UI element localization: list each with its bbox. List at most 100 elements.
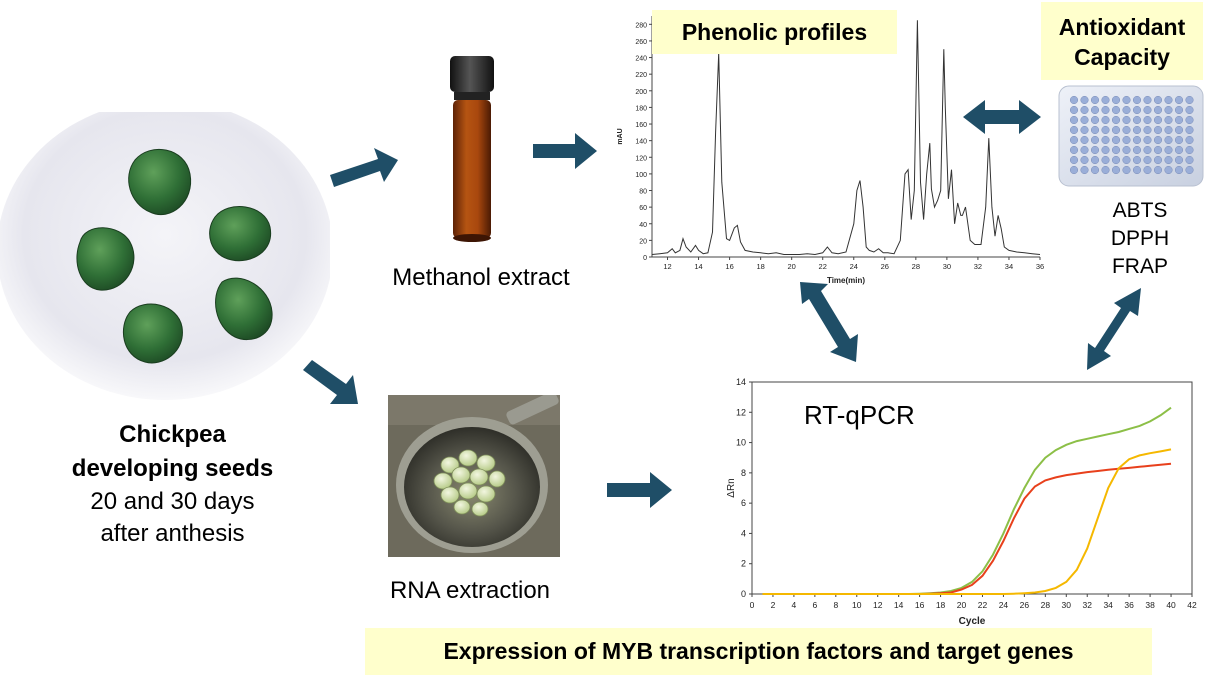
chromatogram-y-tick-label: 160 <box>635 122 647 129</box>
microplate-well <box>1069 135 1079 145</box>
rtqpcr-x-tick-label: 36 <box>1124 600 1134 610</box>
microplate-well <box>1069 105 1079 115</box>
chromatogram-x-tick-label: 24 <box>850 262 858 271</box>
microplate-well <box>1080 115 1089 125</box>
microplate-well <box>1153 115 1163 125</box>
microplate-well <box>1174 95 1184 105</box>
chromatogram-trace <box>651 20 1041 256</box>
microplate-well <box>1164 155 1173 165</box>
microplate-well <box>1090 95 1100 105</box>
microplate-well <box>1122 155 1131 165</box>
chromatogram-x-tick-label: 32 <box>974 262 982 271</box>
chromatogram-x-tick-label: 20 <box>788 262 796 271</box>
microplate-well <box>1069 165 1079 175</box>
microplate-well <box>1090 105 1100 115</box>
microplate-well <box>1153 145 1163 155</box>
microplate-well <box>1164 145 1173 155</box>
microplate-well <box>1132 145 1142 155</box>
microplate-well <box>1080 105 1089 115</box>
seeds-title: Chickpea developing seeds <box>50 418 295 486</box>
double-arrow-phenolic-rtqpcr <box>800 282 858 362</box>
microplate-well <box>1101 95 1110 105</box>
microplate-well <box>1122 165 1131 175</box>
microplate-well <box>1122 115 1131 125</box>
rtqpcr-x-axis-label: Cycle <box>959 616 986 627</box>
chromatogram-y-tick-label: 100 <box>635 172 647 179</box>
chromatogram-chart: 0204060801001201401601802002202402602801… <box>617 16 1044 285</box>
microplate-well <box>1111 165 1121 175</box>
rtqpcr-series-line-3 <box>762 448 1172 595</box>
microplate-well <box>1101 125 1110 135</box>
microplate-well <box>1090 145 1100 155</box>
microplate-well <box>1111 155 1121 165</box>
microplate-well <box>1174 115 1184 125</box>
microplate-well <box>1174 145 1184 155</box>
microplate-well <box>1174 105 1184 115</box>
microplate-well <box>1153 155 1163 165</box>
microplate-well <box>1069 155 1079 165</box>
chromatogram-x-tick-label: 18 <box>756 262 764 271</box>
chromatogram-y-tick-label: 220 <box>635 72 647 79</box>
double-arrow-phenolic-antioxidant <box>963 100 1041 134</box>
microplate-well <box>1111 105 1121 115</box>
chromatogram-y-tick-label: 280 <box>635 22 647 29</box>
chromatogram-y-tick-label: 20 <box>639 238 647 245</box>
rtqpcr-x-tick-label: 28 <box>1041 600 1051 610</box>
microplate-well <box>1101 145 1110 155</box>
rtqpcr-x-tick-label: 6 <box>812 600 817 610</box>
microplate-well <box>1143 115 1152 125</box>
arrow-to-rtqpcr <box>607 472 672 508</box>
microplate-well <box>1164 165 1173 175</box>
microplate-well <box>1164 125 1173 135</box>
microplate-well <box>1101 115 1110 125</box>
microplate-well <box>1069 145 1079 155</box>
rtqpcr-x-tick-label: 40 <box>1166 600 1176 610</box>
seeds-sub-line1: 20 and 30 days <box>90 488 255 515</box>
chromatogram-x-tick-label: 30 <box>943 262 951 271</box>
rtqpcr-x-tick-label: 30 <box>1062 600 1072 610</box>
microplate-well <box>1185 165 1194 175</box>
rtqpcr-x-tick-label: 2 <box>771 600 776 610</box>
chromatogram-y-tick-label: 80 <box>639 189 647 196</box>
microplate-well <box>1143 95 1152 105</box>
assay-dpph: DPPH <box>1110 227 1170 250</box>
microplate-well <box>1174 135 1184 145</box>
microplate-well <box>1122 95 1131 105</box>
rtqpcr-title: RT-qPCR <box>804 400 915 430</box>
rtqpcr-x-tick-label: 10 <box>852 600 862 610</box>
rna-extraction-photo <box>388 395 560 557</box>
microplate-well <box>1153 125 1163 135</box>
chromatogram-x-axis-label: Time(min) <box>827 276 865 285</box>
rtqpcr-x-tick-label: 24 <box>999 600 1009 610</box>
rtqpcr-x-tick-label: 14 <box>894 600 904 610</box>
arrow-to-methanol <box>330 148 398 187</box>
microplate-well <box>1080 95 1089 105</box>
rtqpcr-x-tick-label: 4 <box>792 600 797 610</box>
microplate-well <box>1069 115 1079 125</box>
microplate-well <box>1080 165 1089 175</box>
microplate-well <box>1174 125 1184 135</box>
seeds-sub-line2: after anthesis <box>100 520 245 547</box>
amber-vial-image <box>450 56 494 242</box>
rtqpcr-x-tick-label: 12 <box>873 600 883 610</box>
microplate-well <box>1122 145 1131 155</box>
microplate-well <box>1153 95 1163 105</box>
rna-extraction-label: RNA extraction <box>389 577 551 604</box>
microplate-well <box>1164 95 1173 105</box>
rtqpcr-y-axis-label: ΔRn <box>726 478 737 497</box>
chickpea-seeds-photo <box>0 112 330 400</box>
double-arrow-antioxidant-rtqpcr <box>1087 288 1141 370</box>
microplate-well <box>1185 115 1194 125</box>
seeds-title-line2: developing seeds <box>71 455 274 482</box>
chromatogram-x-tick-label: 12 <box>663 262 671 271</box>
microplate-well <box>1143 145 1152 155</box>
rtqpcr-x-tick-label: 20 <box>957 600 967 610</box>
chromatogram-y-tick-label: 200 <box>635 89 647 96</box>
chromatogram-y-tick-label: 40 <box>639 222 647 229</box>
microplate-well <box>1174 165 1184 175</box>
rtqpcr-x-tick-label: 8 <box>833 600 838 610</box>
microplate-well <box>1164 135 1173 145</box>
microplate-well <box>1101 105 1110 115</box>
